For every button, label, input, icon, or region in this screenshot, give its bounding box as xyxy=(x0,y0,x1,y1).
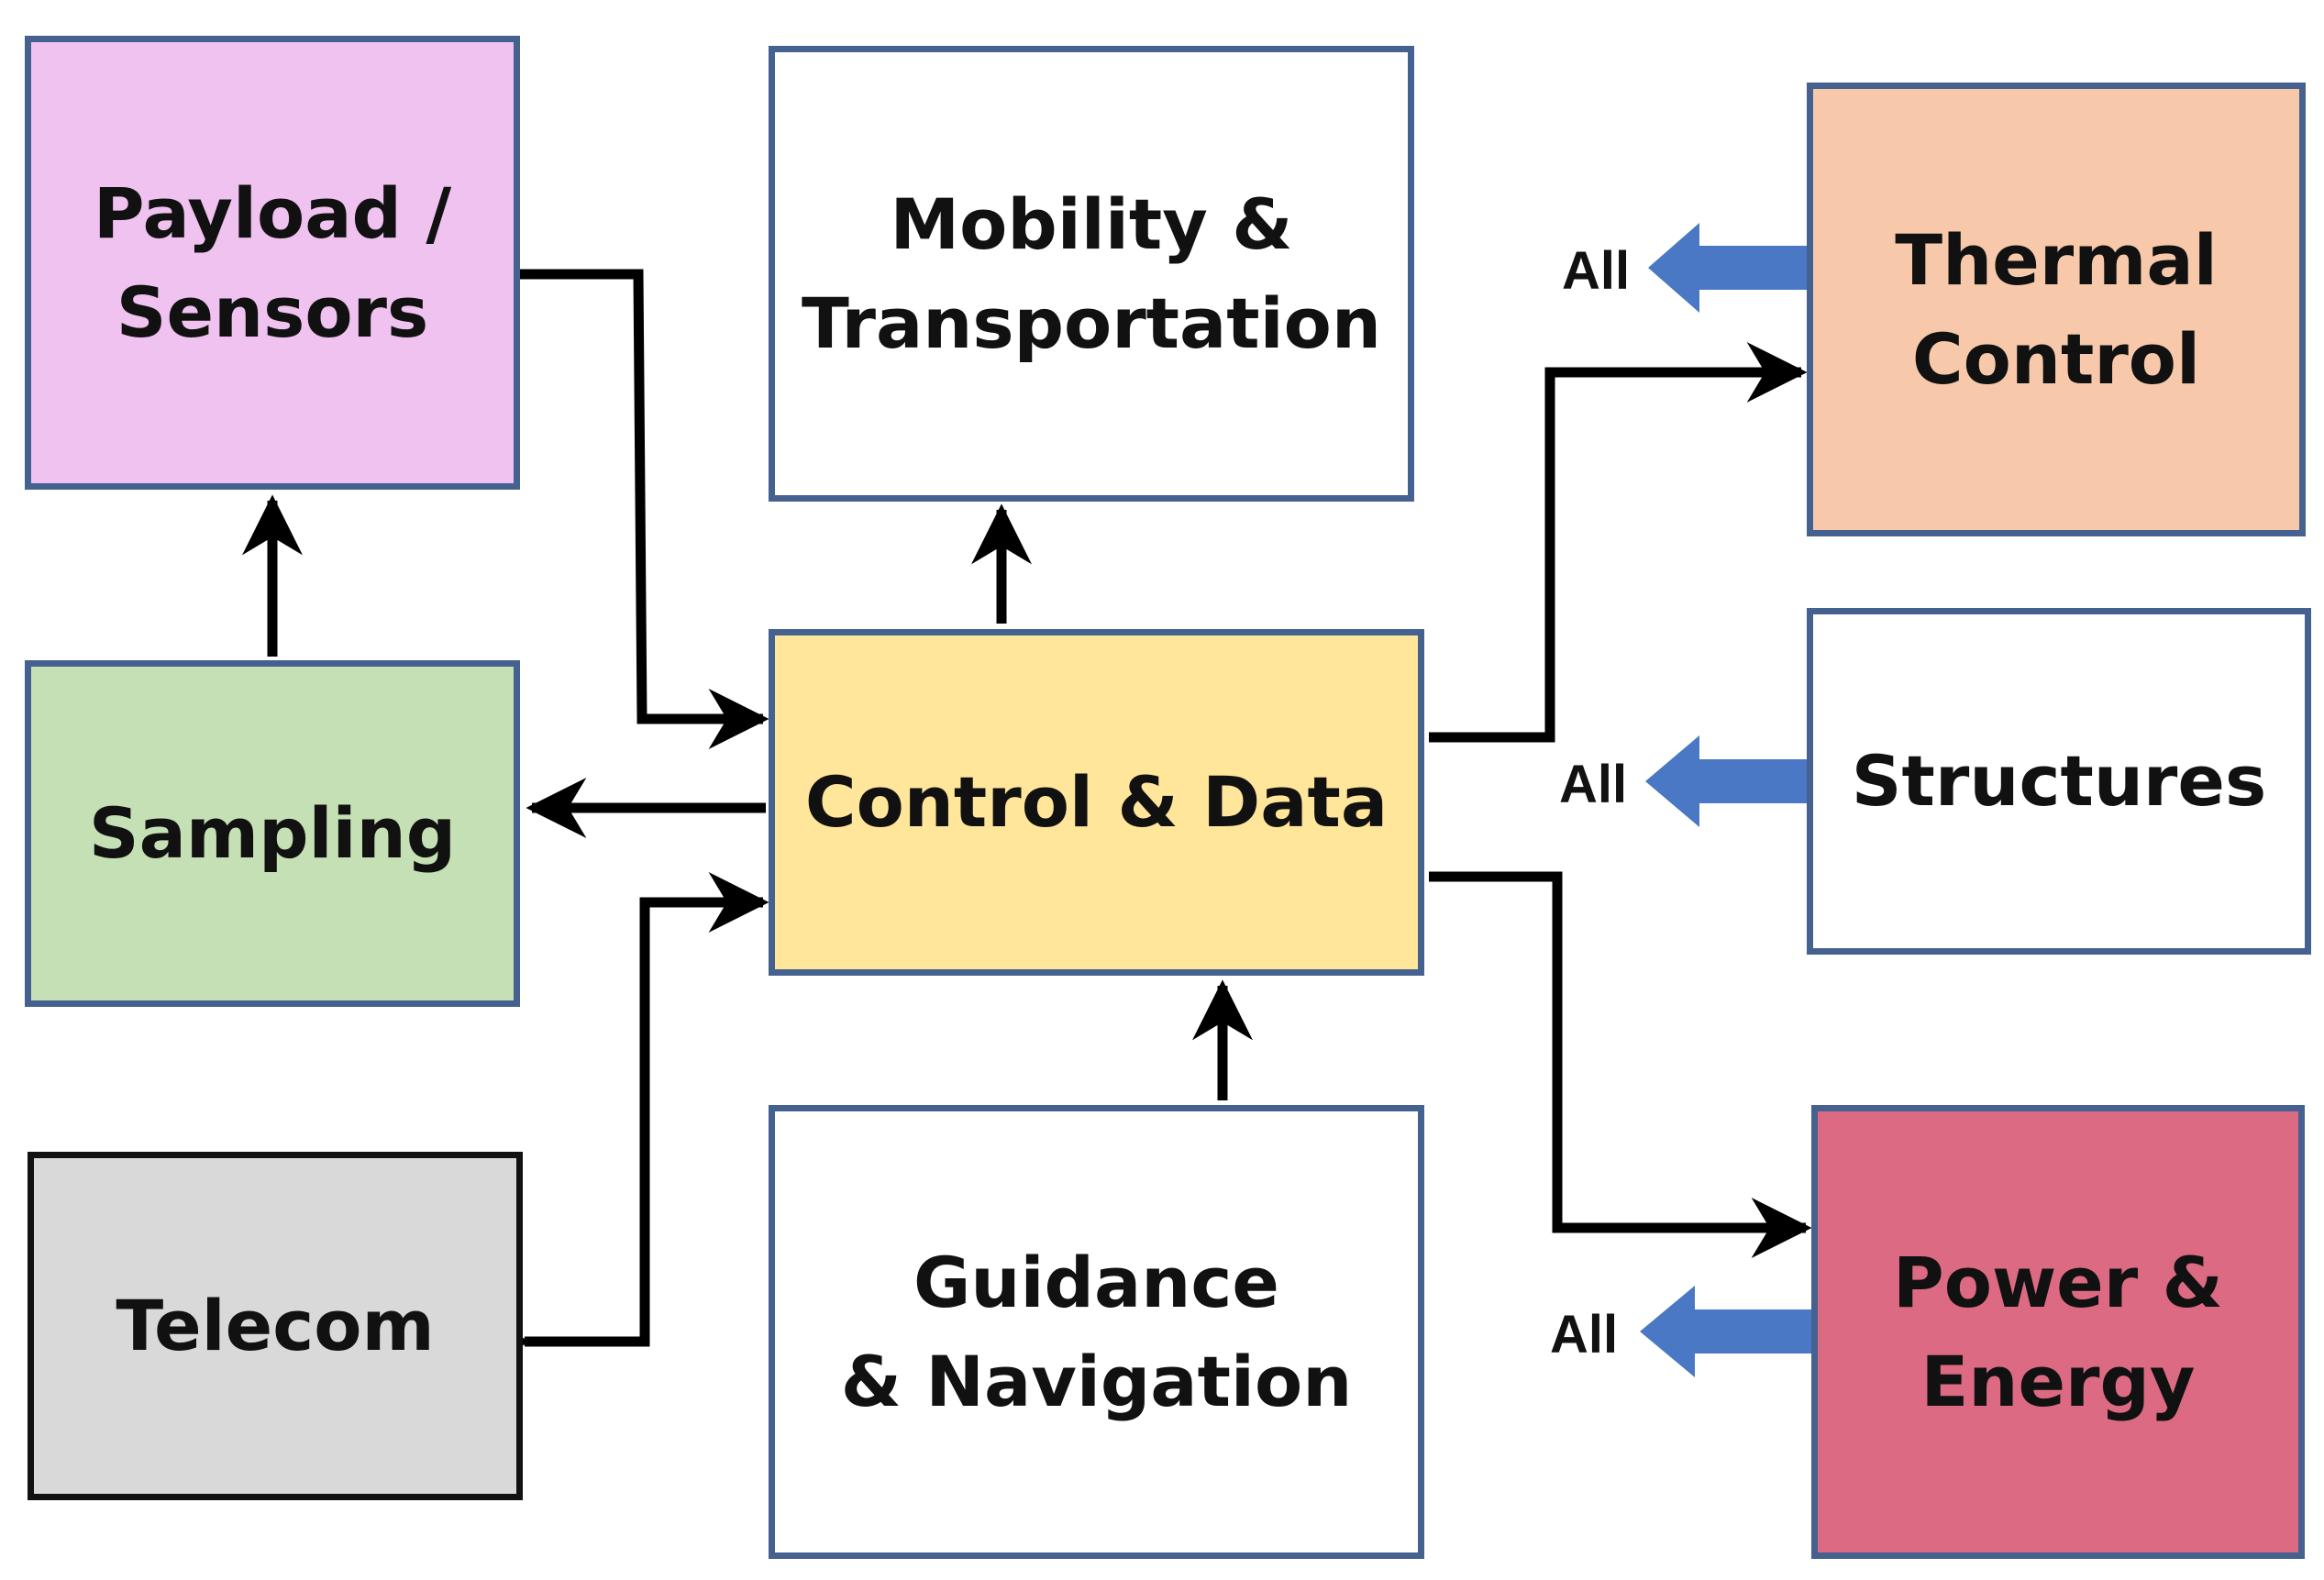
power-energy-box: Power & Energy xyxy=(1811,1105,2305,1559)
guidance-navigation-box: Guidance & Navigation xyxy=(769,1105,1424,1559)
all-label-structures: All xyxy=(1559,755,1628,814)
sampling-box: Sampling xyxy=(25,660,520,1007)
structures-label: Structures xyxy=(1851,740,2267,823)
arrow-payload-to-control xyxy=(512,269,769,749)
control-data-label: Control & Data xyxy=(804,761,1389,844)
telecom-label: Telecom xyxy=(116,1285,435,1367)
all-arrow-power xyxy=(1640,1286,1811,1377)
telecom-box: Telecom xyxy=(28,1152,523,1500)
payload-sensors-box: Payload / Sensors xyxy=(25,36,520,490)
mobility-transportation-box: Mobility & Transportation xyxy=(769,46,1414,502)
thermal-control-box: Thermal Control xyxy=(1807,83,2306,536)
all-label-thermal: All xyxy=(1562,241,1631,301)
control-data-box: Control & Data xyxy=(769,629,1424,976)
arrow-control-to-thermal xyxy=(1429,342,1808,743)
arrow-control-to-power xyxy=(1429,871,1812,1258)
mobility-transportation-label: Mobility & Transportation xyxy=(801,182,1381,364)
sampling-label: Sampling xyxy=(88,792,457,875)
power-energy-label: Power & Energy xyxy=(1893,1241,2223,1422)
guidance-navigation-label: Guidance & Navigation xyxy=(840,1241,1353,1422)
payload-sensors-label: Payload / Sensors xyxy=(93,171,452,353)
all-label-power: All xyxy=(1550,1305,1619,1365)
all-arrow-structures xyxy=(1645,735,1807,827)
thermal-control-label: Thermal Control xyxy=(1895,218,2218,400)
structures-box: Structures xyxy=(1807,608,2311,955)
all-arrow-thermal xyxy=(1648,223,1807,313)
arrow-telecom-to-control xyxy=(470,872,769,1372)
